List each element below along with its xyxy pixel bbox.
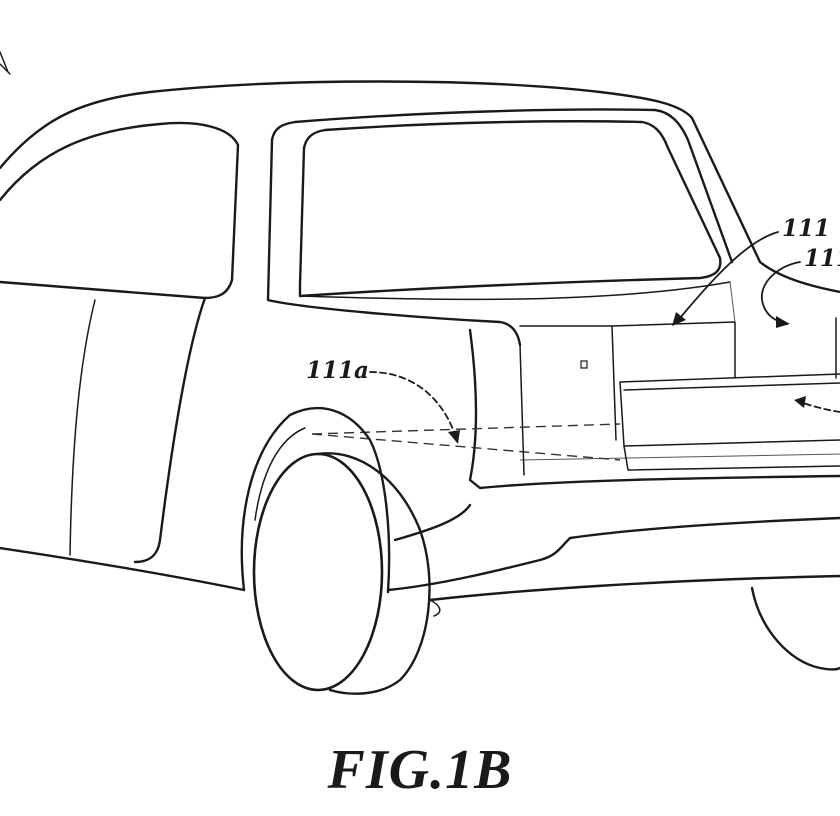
axle-stub [429,599,441,617]
reference-label-111: 111 [782,215,830,242]
bed-rear-post [468,328,840,490]
wheel-arch [240,407,391,594]
leader-111-arrowhead [672,312,686,326]
bed-front-wall [519,325,617,441]
cab-rear-frame [266,108,734,302]
rear-wheel-tread [316,452,431,695]
latch-square [580,360,588,369]
leader-right-edge [799,401,840,413]
roof-outline [0,80,840,294]
bed-rear-edge [519,344,525,476]
section-plane-dashes [311,423,621,461]
leader-111a [369,371,455,433]
rear-bumper [386,516,840,592]
storage-box [619,373,840,447]
rear-wheel [252,452,384,692]
leader-right-edge-arrowhead [794,396,806,408]
bed-side-top [266,298,522,347]
bed-front-wall-right [611,321,736,379]
reference-label-111-partial: 111 [804,245,840,272]
rear-side-window [0,121,240,300]
leader-111a-arrowhead [448,430,460,444]
rear-cab-window [298,120,722,298]
wheel-arch-inner [254,427,306,521]
body-side-lower [0,546,246,592]
leader-111b [761,261,801,323]
bed-floor [519,453,840,461]
rear-door-edge [133,296,207,564]
quarter-panel [393,503,472,542]
door-seam [69,299,96,556]
reference-label-111a: 111a [306,357,369,384]
far-rear-wheel [750,586,840,671]
figure-caption: FIG.1B [327,739,513,801]
bed-front-wall-inner [729,281,736,323]
leader-111 [679,231,779,319]
bed-floor-front [623,445,840,471]
bed-side-inner-top [299,281,731,301]
leader-111b-arrowhead [776,316,790,328]
bumper-lower [428,574,840,602]
corner-arrow-fragment [0,51,11,75]
